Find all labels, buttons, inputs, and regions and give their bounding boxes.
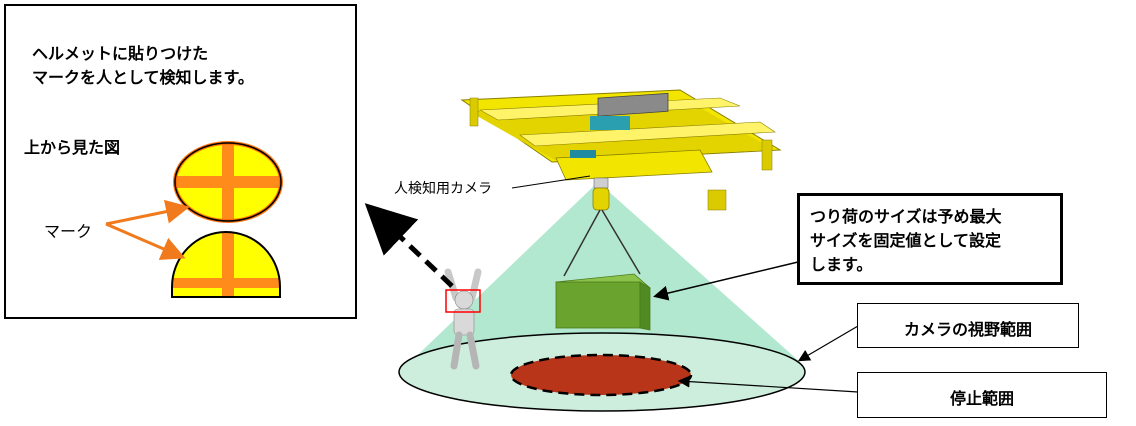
stop-area-label-box: 停止範囲 xyxy=(857,372,1107,418)
load-note-line-1: つり荷のサイズは予め最大 xyxy=(810,207,1002,226)
field-of-view-label: カメラの視野範囲 xyxy=(903,320,1032,339)
helmet-highlight-box xyxy=(445,289,481,313)
load-size-note: つり荷のサイズは予め最大 サイズを固定値として設定 します。 xyxy=(797,193,1063,285)
intro-line-2: マークを人として検知します。 xyxy=(32,68,254,87)
mark-arrow-top xyxy=(105,199,190,226)
mark-label: マーク xyxy=(44,222,93,241)
field-of-view-label-box: カメラの視野範囲 xyxy=(857,303,1079,348)
stop-label-pointer xyxy=(677,375,859,393)
camera-label: 人検知用カメラ xyxy=(394,181,492,197)
helmet-mark-side-view xyxy=(171,231,281,298)
camera-view-cone xyxy=(402,182,800,370)
load-note-line-3: します。 xyxy=(810,255,873,274)
helmet-mark-top-view xyxy=(173,141,283,223)
camera-label-pointer xyxy=(511,175,591,189)
camera-hook-block xyxy=(592,177,610,211)
top-view-label: 上から見た図 xyxy=(24,138,121,157)
detection-arrow xyxy=(364,203,454,288)
intro-line-1: ヘルメットに貼りつけた xyxy=(32,44,209,63)
fov-label-pointer xyxy=(797,325,859,362)
load-note-pointer xyxy=(653,261,799,301)
load-note-line-2: サイズを固定値として設定 xyxy=(810,231,1002,250)
stop-area-ellipse xyxy=(509,353,693,397)
overhead-crane xyxy=(460,89,782,211)
suspended-load xyxy=(555,273,651,331)
mark-arrow-bottom xyxy=(105,222,186,260)
stop-area-label: 停止範囲 xyxy=(949,389,1014,408)
